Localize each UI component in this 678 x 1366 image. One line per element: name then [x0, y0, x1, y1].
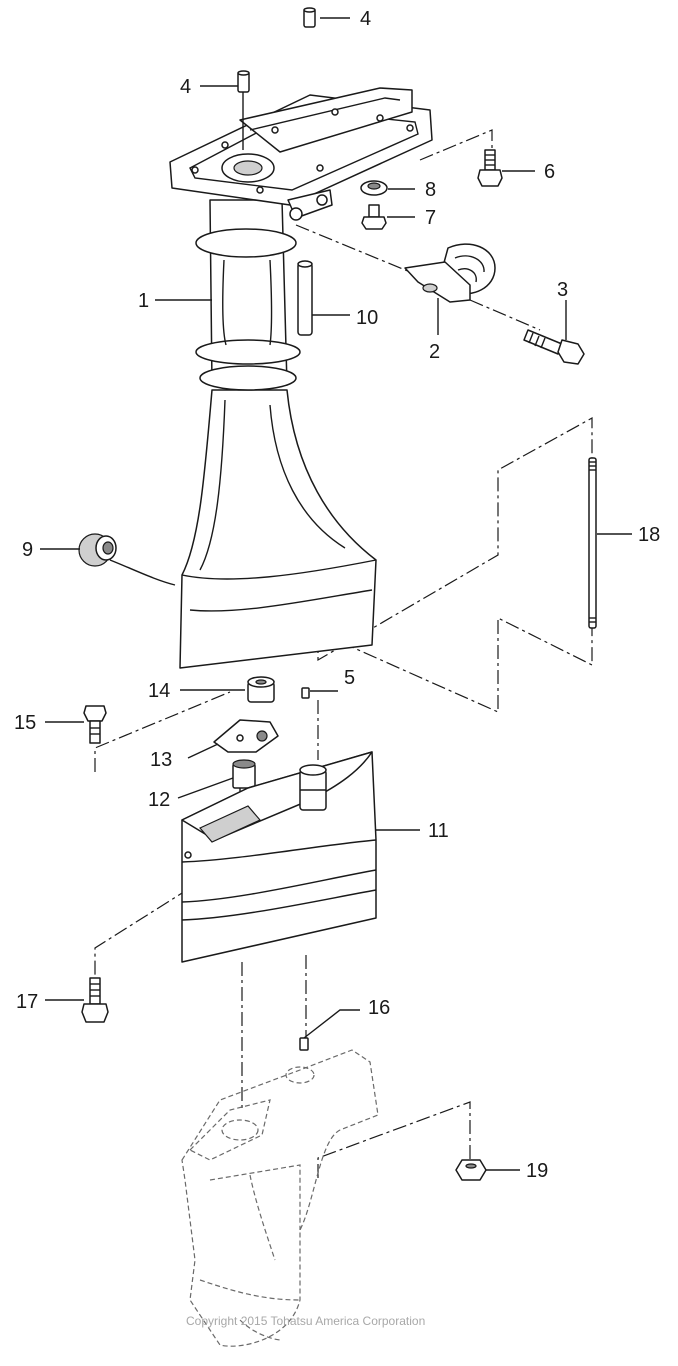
- callout-16: 16: [368, 997, 390, 1019]
- stud-18: [588, 457, 597, 629]
- callout-3: 3: [557, 279, 568, 301]
- callout-18: 18: [638, 524, 660, 546]
- grommet-9: [78, 533, 176, 586]
- callout-9: 9: [22, 539, 33, 561]
- washer-8: [360, 180, 388, 196]
- drive-shaft-housing: [169, 87, 433, 669]
- clamp-bracket-2: [404, 243, 496, 303]
- callout-6: 6: [544, 161, 555, 183]
- callout-5: 5: [344, 667, 355, 689]
- callout-10: 10: [356, 307, 378, 329]
- callout-4-lower: 4: [180, 76, 191, 98]
- dowel-pin-upper: [303, 7, 316, 28]
- callout-labels: 4 4 6 8 7 3 1 10 2 9 18 14 5 15 13 12 11…: [14, 8, 660, 1182]
- callout-13: 13: [150, 749, 172, 771]
- nut-19: [455, 1159, 487, 1181]
- extension-case-11: [181, 751, 377, 963]
- plate-13: [213, 719, 279, 753]
- bushing-14: [247, 676, 275, 703]
- screw-7: [361, 204, 387, 230]
- pin-5: [301, 687, 310, 699]
- callout-19: 19: [526, 1160, 548, 1182]
- pin-16: [299, 1037, 309, 1051]
- bolt-17: [81, 977, 109, 1023]
- bolt-3: [523, 329, 585, 365]
- callout-8: 8: [425, 179, 436, 201]
- callout-4-upper: 4: [360, 8, 371, 30]
- pin-10: [297, 260, 313, 336]
- callout-11: 11: [428, 820, 449, 842]
- leader-lines: [40, 17, 632, 1171]
- callout-2: 2: [429, 341, 440, 363]
- callout-12: 12: [148, 789, 170, 811]
- callout-15: 15: [14, 712, 36, 734]
- callout-14: 14: [148, 680, 170, 702]
- copyright-notice: Copyright 2015 Tohatsu America Corporati…: [186, 1314, 425, 1328]
- gear-case-phantom: [181, 1049, 379, 1347]
- bolt-15: [83, 705, 107, 744]
- assembly-lines: [94, 129, 593, 1178]
- callout-17: 17: [16, 991, 38, 1013]
- dowel-pin-lower: [237, 70, 250, 150]
- callout-7: 7: [425, 207, 436, 229]
- callout-1: 1: [138, 290, 149, 312]
- bolt-6: [477, 149, 503, 187]
